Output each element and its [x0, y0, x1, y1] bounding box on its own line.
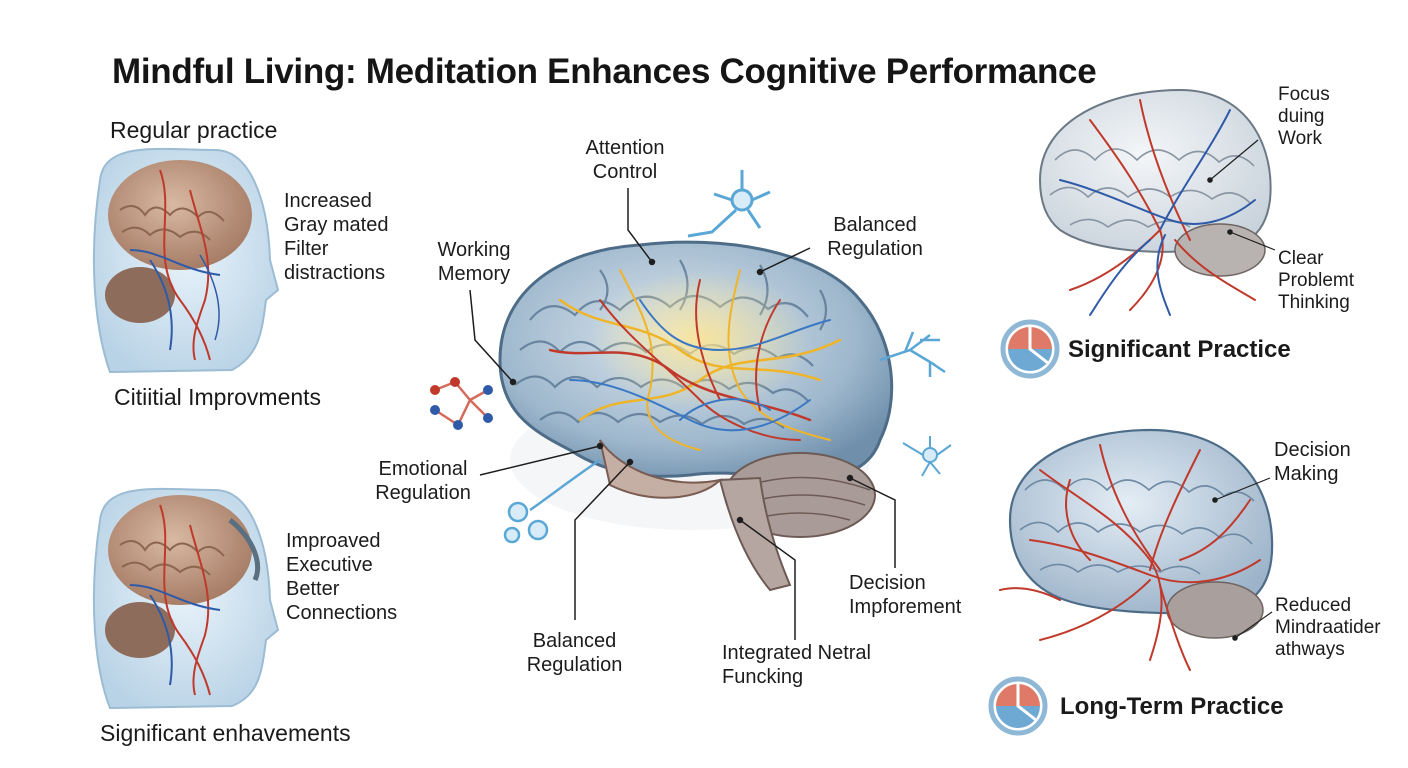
neuron-bottom-left: [503, 458, 601, 544]
significant-practice-badge-icon: [1000, 319, 1060, 379]
right-top-brain-illustration: [1038, 88, 1276, 316]
attention-control-label: Attention Control: [585, 137, 665, 183]
right-bottom-brain-illustration: [999, 428, 1274, 671]
left-bottom-labels: Improaved Executive Better Connections: [286, 530, 398, 624]
working-memory-label: Working Memory: [437, 239, 511, 285]
left-bottom-head-illustration: [92, 487, 280, 710]
decision-making-label: Decision Making: [1274, 439, 1351, 485]
long-term-practice-badge-icon: [988, 676, 1048, 736]
clear-thinking-label: Clear Problemt Thinking: [1278, 248, 1355, 313]
emotional-regulation-label: Emotional Regulation: [375, 458, 471, 504]
balanced-regulation-top-label: Balanced Regulation: [827, 214, 923, 260]
center-brain-illustration: [430, 170, 952, 640]
left-bottom-caption: Significant enhavements: [100, 720, 351, 746]
long-term-practice-label: Long-Term Practice: [1060, 693, 1284, 720]
left-top-caption: Citiitial Improvments: [114, 384, 322, 410]
left-top-head-illustration: [92, 147, 280, 374]
page-title: Mindful Living: Meditation Enhances Cogn…: [112, 52, 1097, 91]
neuron-right: [879, 331, 946, 377]
regular-practice-heading: Regular practice: [110, 117, 278, 143]
left-top-labels: Increased Gray mated Filter distractions: [284, 190, 389, 284]
significant-practice-label: Significant Practice: [1068, 336, 1291, 363]
molecule-icon: [430, 377, 493, 430]
decision-impforement-label: Decision Impforement: [849, 572, 962, 618]
focus-duing-work-label: Focus duing Work: [1278, 84, 1330, 149]
balanced-regulation-bottom-label: Balanced Regulation: [526, 630, 623, 676]
integrated-netral-label: Integrated Netral Funcking: [722, 642, 871, 688]
neuron-right-small: [902, 436, 952, 477]
reduced-pathways-label: Reduced Mindraatider athways: [1275, 595, 1381, 660]
neuron-top: [687, 170, 771, 238]
